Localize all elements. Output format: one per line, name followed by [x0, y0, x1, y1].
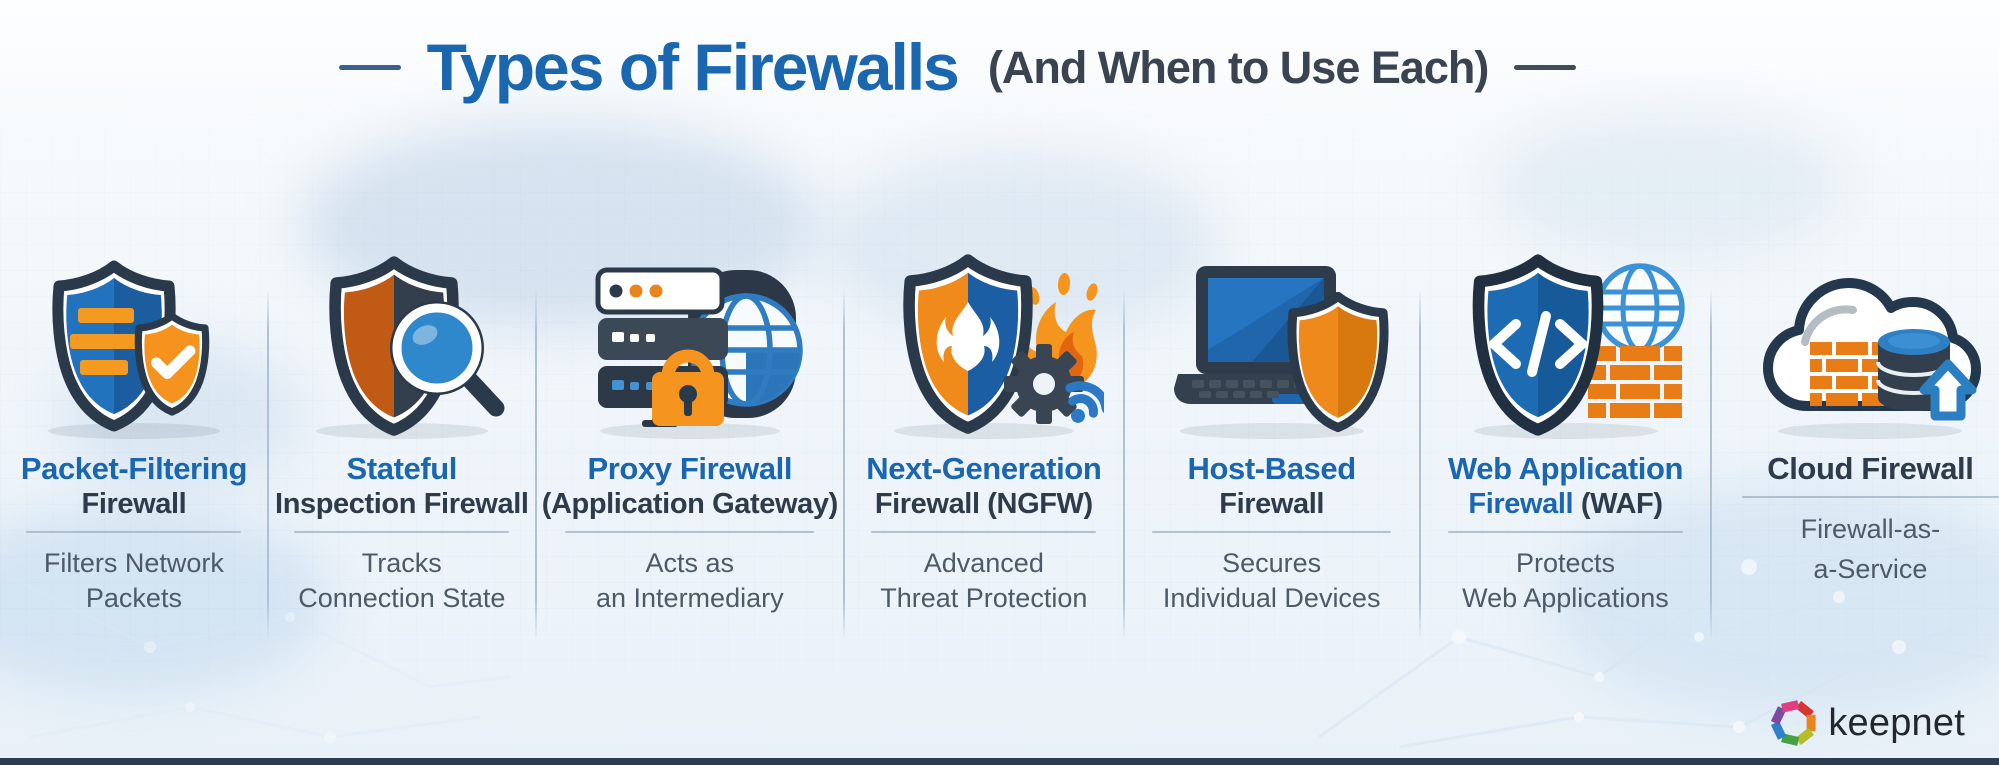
- title-underline: [871, 530, 1097, 533]
- description-line-2: Web Applications: [1462, 583, 1669, 614]
- page-header: Types of Firewalls (And When to Use Each…: [0, 34, 1957, 100]
- title-line-2: Firewall (NGFW): [874, 487, 1093, 520]
- column-divider: [1418, 288, 1421, 640]
- column-divider: [1710, 288, 1713, 640]
- column-packet-filtering: Packet-Filtering Firewall Filters Networ…: [0, 238, 269, 640]
- title-segment-dark: (WAF): [1580, 487, 1663, 520]
- column-divider: [534, 288, 537, 640]
- description-line-1: Secures: [1222, 547, 1322, 578]
- column-description: Acts as an Intermediary: [542, 546, 838, 617]
- ngfw-shield-flame-gear-icon: [850, 238, 1118, 440]
- map-blob: [0, 505, 330, 695]
- column-divider: [842, 288, 845, 640]
- title-line-2: Inspection Firewall: [275, 487, 529, 520]
- column-title: Packet-Filtering Firewall: [6, 451, 262, 522]
- page-subtitle: (And When to Use Each): [987, 41, 1490, 93]
- column-description: Firewall-as- a-Service: [1717, 509, 1999, 590]
- description-line-1: Filters Network: [43, 547, 224, 578]
- column-host-based: Host-Based Firewall Secures Individual D…: [1124, 238, 1421, 640]
- keepnet-logo-swirl-icon: [1771, 700, 1816, 746]
- column-divider: [1122, 288, 1125, 640]
- title-line-2: (Application Gateway): [541, 487, 839, 520]
- title-line-2: Firewall (WAF): [1426, 487, 1706, 522]
- column-description: Advanced Threat Protection: [850, 546, 1118, 617]
- description-line-2: Individual Devices: [1162, 583, 1381, 614]
- host-laptop-shield-icon: [1130, 238, 1414, 440]
- firewall-columns: Packet-Filtering Firewall Filters Networ…: [0, 238, 1999, 640]
- column-title: Cloud Firewall: [1717, 451, 1999, 487]
- title-line-1: Host-Based: [1187, 451, 1357, 486]
- circuit-lines-decoration: [1318, 545, 1990, 749]
- description-line-1: Protects: [1515, 547, 1616, 578]
- description-line-2: a-Service: [1813, 554, 1928, 585]
- title-underline: [565, 530, 815, 533]
- column-waf: Web Application Firewall (WAF) Protects …: [1420, 238, 1713, 640]
- description-line-2: Packets: [85, 583, 182, 614]
- title-line-1: Packet-Filtering: [20, 451, 248, 486]
- column-title: Proxy Firewall (Application Gateway): [541, 451, 839, 522]
- description-line-2: an Intermediary: [596, 583, 784, 614]
- title-underline: [1741, 495, 1999, 498]
- title-line-1: Stateful: [346, 451, 458, 486]
- title-underline: [294, 530, 510, 533]
- column-cloud: Cloud Firewall Firewall-as- a-Service: [1711, 238, 1999, 590]
- cloud-firewall-icon: [1717, 238, 1999, 440]
- description-line-1: Firewall-as-: [1800, 513, 1941, 544]
- column-title: Web Application Firewall (WAF): [1426, 451, 1706, 522]
- title-line-2: Firewall: [1219, 487, 1325, 520]
- description-line-1: Tracks: [361, 547, 442, 578]
- column-proxy: Proxy Firewall (Application Gateway) Act…: [536, 238, 845, 640]
- column-title: Next-Generation Firewall (NGFW): [850, 451, 1118, 522]
- title-segment-blue: Firewall: [1468, 487, 1581, 520]
- title-line-1: Next-Generation: [866, 451, 1102, 486]
- description-line-2: Connection State: [298, 583, 506, 614]
- title-line-1: Proxy Firewall: [587, 451, 793, 486]
- map-blob: [1489, 110, 1849, 260]
- bottom-bar: [0, 758, 1999, 765]
- packet-filter-shield-icon: [6, 238, 262, 440]
- map-blob: [1549, 485, 1999, 715]
- title-underline: [26, 530, 242, 533]
- waf-shield-code-brickwall-icon: [1426, 238, 1706, 440]
- description-line-2: Threat Protection: [880, 583, 1088, 614]
- page-title: Types of Firewalls: [426, 30, 960, 104]
- title-dash-right: [1514, 64, 1577, 70]
- column-title: Stateful Inspection Firewall: [274, 451, 530, 522]
- circuit-lines-decoration: [9, 575, 511, 743]
- keepnet-logo: keepnet: [1768, 697, 1965, 749]
- column-divider: [266, 288, 269, 640]
- title-underline: [1447, 530, 1684, 533]
- title-dash-left: [338, 64, 401, 70]
- column-description: Protects Web Applications: [1426, 546, 1706, 617]
- title-line-1: Web Application: [1447, 451, 1684, 486]
- column-description: Filters Network Packets: [6, 546, 262, 617]
- title-line-2: Firewall: [81, 487, 187, 520]
- keepnet-logo-text: keepnet: [1828, 701, 1965, 744]
- description-line-1: Advanced: [923, 547, 1044, 578]
- stateful-magnifier-shield-icon: [274, 238, 530, 440]
- column-description: Secures Individual Devices: [1130, 546, 1414, 617]
- column-ngfw: Next-Generation Firewall (NGFW) Advanced…: [844, 238, 1125, 640]
- column-title: Host-Based Firewall: [1130, 451, 1414, 522]
- proxy-server-globe-lock-icon: [542, 238, 838, 440]
- title-underline: [1152, 530, 1391, 533]
- description-line-1: Acts as: [645, 547, 735, 578]
- title-line-1: Cloud Firewall: [1767, 451, 1974, 486]
- column-description: Tracks Connection State: [274, 546, 530, 617]
- column-stateful: Stateful Inspection Firewall Tracks Conn…: [268, 238, 537, 640]
